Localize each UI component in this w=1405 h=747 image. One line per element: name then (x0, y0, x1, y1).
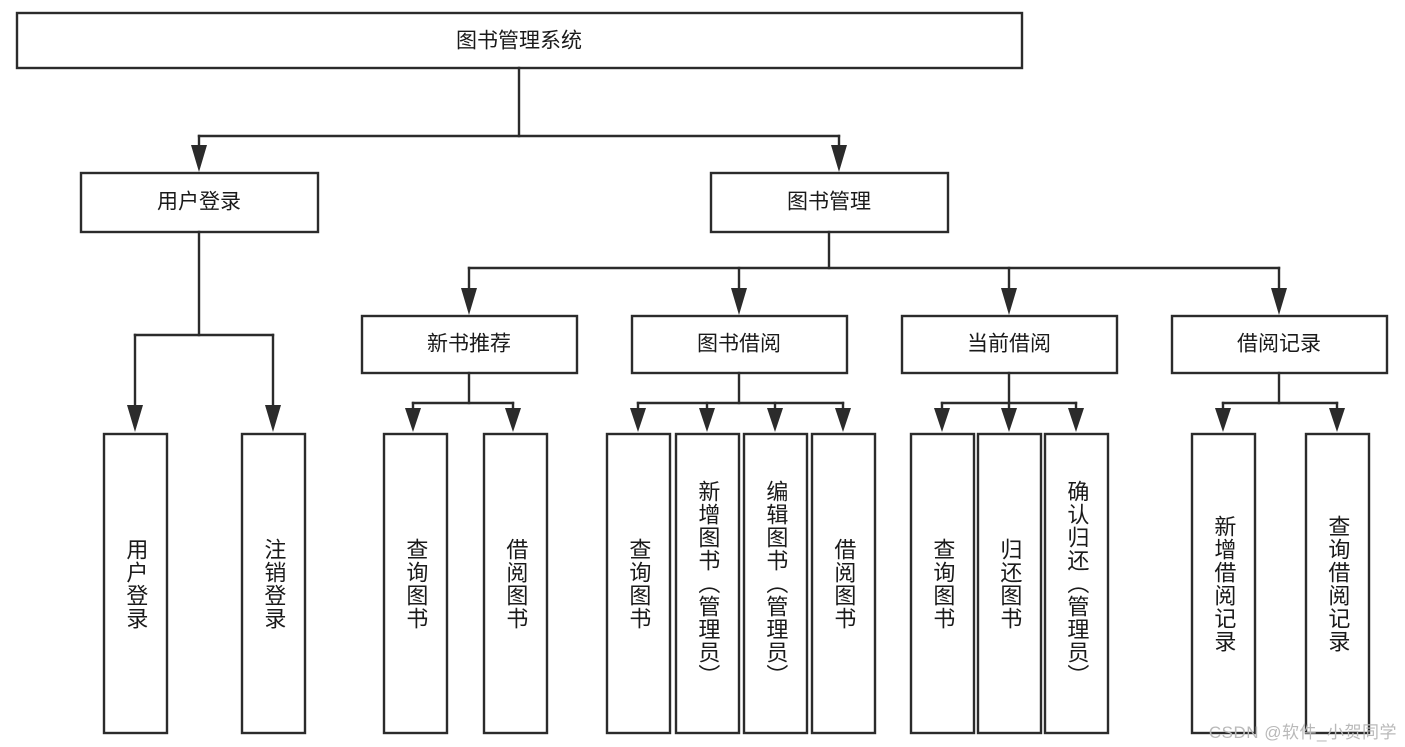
leaf-box-confirm-return[interactable] (1043, 432, 1110, 735)
connector-book-borrow-to-leaves (630, 371, 851, 432)
node-current-borrow[interactable]: 当前借阅 (900, 314, 1119, 375)
leaf-box-query-book-1[interactable] (382, 432, 449, 735)
connector-borrow-record-to-leaves (1215, 371, 1345, 432)
node-book-manage[interactable]: 图书管理 (709, 171, 950, 234)
node-book-borrow-label: 图书借阅 (697, 333, 781, 356)
node-borrow-record[interactable]: 借阅记录 (1170, 314, 1389, 375)
csdn-watermark: CSDN @软件_小贺同学 (1208, 723, 1397, 742)
leaf-box-borrow-book-2[interactable] (810, 432, 877, 735)
node-user-login[interactable]: 用户登录 (79, 171, 320, 234)
leaf-box-user-login[interactable] (102, 432, 169, 735)
node-new-book-rec[interactable]: 新书推荐 (360, 314, 579, 375)
arrow-to-borrow-record (1271, 288, 1287, 315)
node-root[interactable]: 图书管理系统 (15, 11, 1024, 70)
leaf-box-add-record[interactable] (1190, 432, 1257, 735)
arrow-to-current-borrow (1001, 288, 1017, 315)
leaf-box-edit-book[interactable] (742, 432, 809, 735)
leaf-box-query-book-2[interactable] (605, 432, 672, 735)
arrow-to-book-borrow (731, 288, 747, 315)
connector-new-book-rec-to-leaves (405, 371, 521, 432)
leaf-box-return-book[interactable] (976, 432, 1043, 735)
leaf-box-add-book[interactable] (674, 432, 741, 735)
node-current-borrow-box[interactable] (900, 314, 1119, 375)
leaf-box-query-book-3[interactable] (909, 432, 976, 735)
node-root-label: 图书管理系统 (456, 30, 582, 53)
leaf-box-borrow-book-1[interactable] (482, 432, 549, 735)
node-user-login-box[interactable] (79, 171, 320, 234)
leaf-box-logout[interactable] (240, 432, 307, 735)
node-book-borrow[interactable]: 图书借阅 (630, 314, 849, 375)
node-book-manage-label: 图书管理 (787, 191, 871, 214)
arrow-to-leaf-user-login (127, 405, 143, 432)
arrow-to-user-login (191, 145, 207, 172)
node-new-book-rec-label: 新书推荐 (427, 333, 511, 356)
connector-user-login-to-leaves (127, 230, 281, 432)
node-root-box[interactable] (15, 11, 1024, 70)
node-borrow-record-label: 借阅记录 (1237, 333, 1321, 356)
node-new-book-rec-box[interactable] (360, 314, 579, 375)
node-current-borrow-label: 当前借阅 (967, 333, 1051, 356)
connector-book-manage-to-level3 (461, 230, 1287, 315)
leaf-box-query-record[interactable] (1304, 432, 1371, 735)
connector-root-to-level2 (191, 66, 847, 172)
arrow-to-book-manage (831, 145, 847, 172)
connector-current-borrow-to-leaves (934, 371, 1084, 432)
arrow-to-new-book-rec (461, 288, 477, 315)
node-user-login-label: 用户登录 (157, 191, 241, 214)
arrow-to-leaf-logout (265, 405, 281, 432)
